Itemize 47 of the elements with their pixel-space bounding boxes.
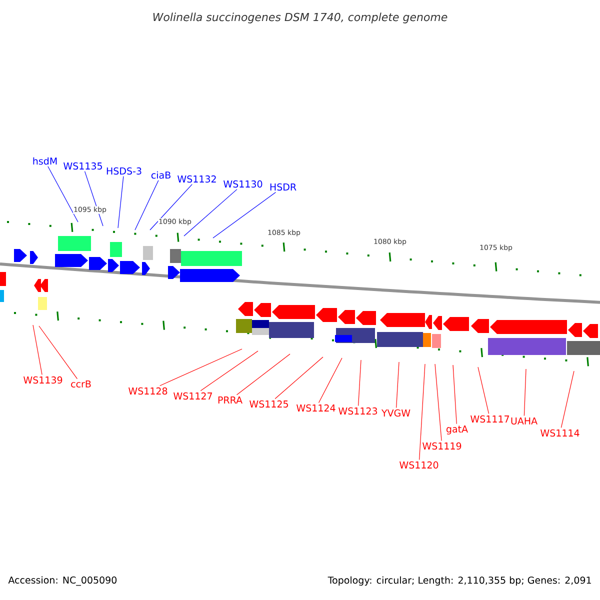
gene-label: WS1128 <box>128 387 168 395</box>
gene-label: YVGW <box>381 409 410 417</box>
gene-label: WS1130 <box>224 180 262 188</box>
leader-line <box>150 184 192 230</box>
leader-line <box>452 364 457 424</box>
leader-line <box>38 326 78 380</box>
gene-label: HSDS-3 <box>106 167 142 175</box>
gene-label: gatA <box>446 426 468 434</box>
gene-label: WS1125 <box>250 400 288 408</box>
leader-line <box>318 358 342 404</box>
gene-label: WS1132 <box>178 175 216 183</box>
gene-label: HSDR <box>270 183 296 191</box>
gene-label: WS1127 <box>174 392 212 400</box>
leader-line <box>434 364 442 442</box>
leader-line <box>560 370 574 428</box>
leader-line <box>236 354 290 396</box>
gene-label: WS1124 <box>296 404 336 412</box>
leader-line <box>184 189 238 236</box>
leader-line <box>524 368 526 416</box>
leader-line <box>212 192 276 238</box>
title: Wolinella succinogenes DSM 1740, complete genome <box>153 12 448 24</box>
gene-label: UAHA <box>511 417 538 425</box>
gene-label: WS1119 <box>422 442 462 450</box>
gene-label: ciaB <box>151 171 170 179</box>
leader-line <box>134 180 159 230</box>
leader-line <box>48 166 78 222</box>
gene-label: hsdM <box>33 157 57 165</box>
leader-line <box>118 176 124 228</box>
leader-line <box>478 366 490 414</box>
gene-label: WS1139 <box>24 376 62 384</box>
gene-label: WS1114 <box>540 429 580 437</box>
accession-text: Accession: NC_005090 <box>8 576 117 586</box>
gene-label: WS1123 <box>338 407 378 415</box>
gene-label: WS1135 <box>64 162 102 170</box>
leader-line <box>396 362 400 408</box>
leader-line <box>200 350 258 392</box>
gene-label: PRRA <box>218 396 242 404</box>
leader-line <box>84 171 104 226</box>
gene-label: ccrB <box>71 380 91 388</box>
gene-label: WS1120 <box>400 461 438 469</box>
leader-line <box>32 324 42 375</box>
leader-line <box>358 360 362 406</box>
leader-line <box>419 364 426 460</box>
genome-info-text: Topology: circular; Length: 2,110,355 bp; Genes: 2,091 <box>328 576 591 586</box>
leader-line <box>160 348 242 386</box>
leader-line <box>274 356 324 400</box>
gene-label: WS1117 <box>470 415 509 423</box>
